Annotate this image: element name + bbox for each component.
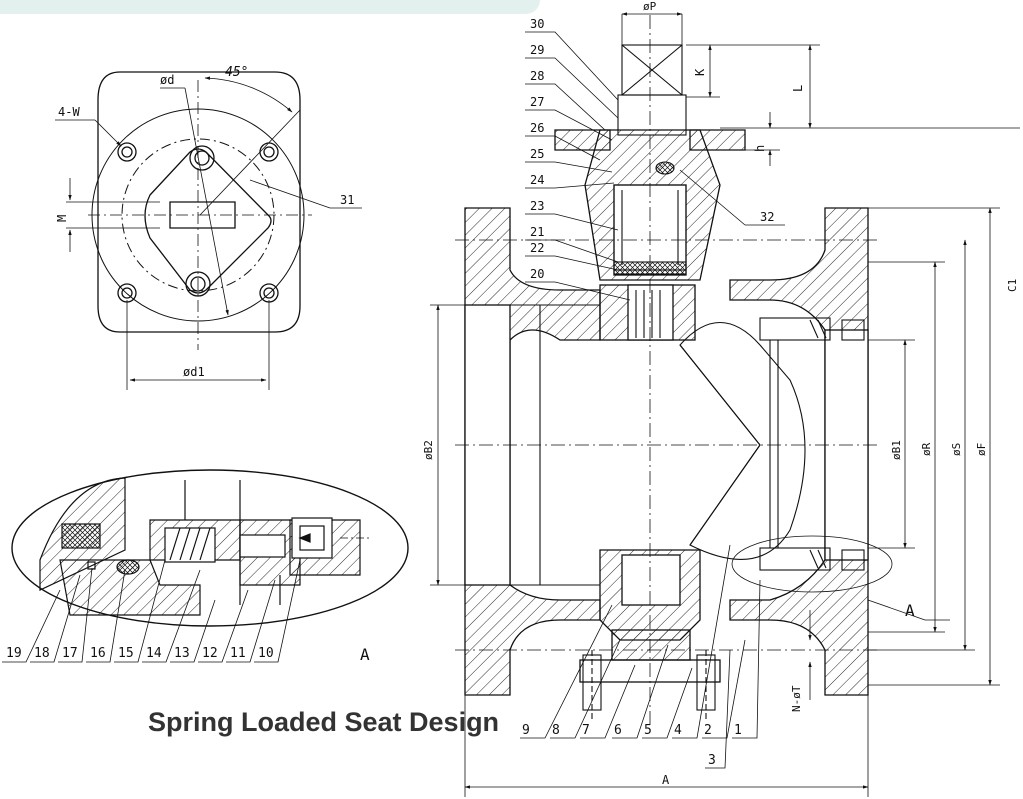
part-label-21: 21 bbox=[530, 225, 544, 239]
valve-body-section bbox=[464, 129, 869, 696]
part-label-24: 24 bbox=[530, 173, 544, 187]
detail-label-18: 18 bbox=[34, 646, 50, 661]
part-label-3: 3 bbox=[708, 753, 716, 768]
page-title: Spring Loaded Seat Design bbox=[148, 707, 500, 737]
bolt-hole-icon bbox=[117, 142, 137, 162]
part-label-7: 7 bbox=[582, 723, 590, 738]
dia-d-label: ød bbox=[160, 73, 174, 87]
part-label-26: 26 bbox=[530, 121, 544, 135]
main-leader-lines bbox=[520, 31, 761, 769]
part-label-30: 30 bbox=[530, 17, 544, 31]
bolt-hole-icon bbox=[259, 283, 279, 303]
dim-k-label: K bbox=[693, 68, 707, 76]
bolt-hole-icon bbox=[259, 142, 279, 162]
detail-a-view bbox=[11, 469, 409, 627]
detail-leader-lines bbox=[2, 559, 301, 663]
part-label-1: 1 bbox=[734, 723, 742, 738]
dim-h-label: h bbox=[753, 145, 767, 152]
dim-m-label: M bbox=[55, 215, 69, 222]
header-banner bbox=[0, 0, 540, 14]
part-label-2: 2 bbox=[704, 723, 712, 738]
part-label-28: 28 bbox=[530, 69, 544, 83]
dia-f-label: øF bbox=[975, 443, 988, 456]
dim-a-label: A bbox=[662, 773, 670, 787]
part-label-9: 9 bbox=[522, 723, 530, 738]
flange-holes-label: N-øT bbox=[790, 685, 803, 712]
detail-label-12: 12 bbox=[202, 646, 218, 661]
dia-d1-label: ød1 bbox=[183, 365, 205, 379]
detail-label-14: 14 bbox=[146, 646, 162, 661]
part-31-label: 31 bbox=[340, 193, 354, 207]
bolt-holes-label: 4-W bbox=[58, 105, 80, 119]
part-label-5: 5 bbox=[644, 723, 652, 738]
part-label-8: 8 bbox=[552, 723, 560, 738]
dia-b1-label: øB1 bbox=[890, 440, 903, 460]
centerlines bbox=[455, 15, 880, 735]
part-label-4: 4 bbox=[674, 723, 682, 738]
top-flange-view bbox=[55, 71, 362, 390]
detail-label-10: 10 bbox=[258, 646, 274, 661]
part-label-29: 29 bbox=[530, 43, 544, 57]
detail-label-17: 17 bbox=[62, 646, 78, 661]
section-marker: A bbox=[905, 601, 915, 620]
part-label-27: 27 bbox=[530, 95, 544, 109]
dia-p-label: øP bbox=[643, 0, 657, 13]
part-label-6: 6 bbox=[614, 723, 622, 738]
part-label-22: 22 bbox=[530, 241, 544, 255]
detail-view-label: A bbox=[360, 645, 370, 664]
detail-label-11: 11 bbox=[230, 646, 246, 661]
dia-r-label: øR bbox=[920, 442, 933, 456]
angle-label: 45° bbox=[225, 65, 248, 80]
dimension-lines bbox=[430, 12, 1020, 797]
detail-label-15: 15 bbox=[118, 646, 134, 661]
detail-label-19: 19 bbox=[6, 646, 22, 661]
dim-c1-label: C1 bbox=[1006, 279, 1019, 292]
dia-s-label: øS bbox=[950, 443, 963, 456]
dim-l-label: L bbox=[791, 85, 805, 92]
detail-label-13: 13 bbox=[174, 646, 190, 661]
part-label-23: 23 bbox=[530, 199, 544, 213]
dia-b2-label: øB2 bbox=[422, 440, 435, 460]
part-label-20: 20 bbox=[530, 267, 544, 281]
part-label-32: 32 bbox=[760, 210, 774, 224]
bolt-hole-icon bbox=[117, 283, 137, 303]
detail-label-16: 16 bbox=[90, 646, 106, 661]
part-label-25: 25 bbox=[530, 147, 544, 161]
